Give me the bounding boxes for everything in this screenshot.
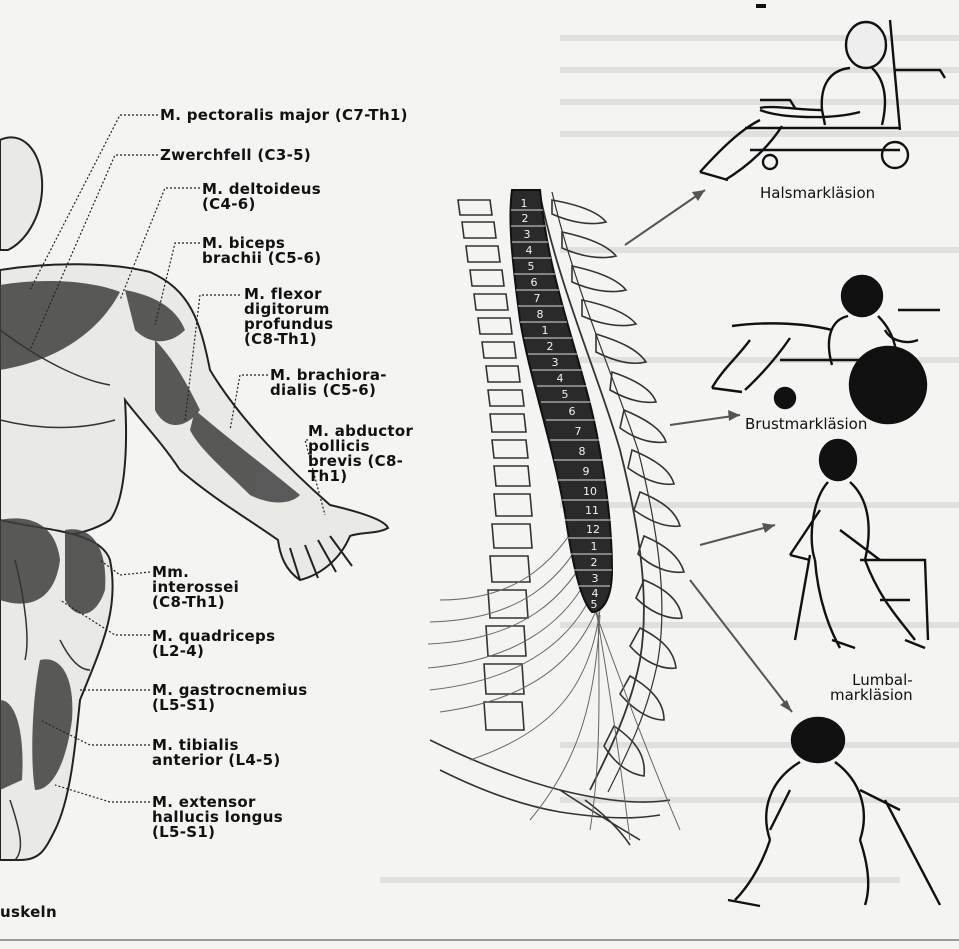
- caption-halsmarklaesion: Halsmarkläsion: [760, 186, 875, 201]
- label-abductor-pollicis: M. abductor pollicis brevis (C8- Th1): [308, 424, 413, 484]
- segment-number: 2: [591, 556, 598, 569]
- segment-number: 5: [562, 388, 569, 401]
- segment-number: 4: [557, 372, 564, 385]
- segment-number: 2: [522, 212, 529, 225]
- label-brachioradialis: M. brachiora- dialis (C5-6): [270, 368, 387, 398]
- segment-number: 1: [542, 324, 549, 337]
- caption-brustmarklaesion: Brustmarkläsion: [745, 417, 867, 432]
- segment-number: 3: [592, 572, 599, 585]
- figure-lumbalmark-walker: [790, 440, 928, 648]
- segment-number: 1: [591, 540, 598, 553]
- label-pectoralis-major: M. pectoralis major (C7-Th1): [160, 108, 408, 123]
- arrow-heads: [692, 190, 792, 712]
- label-quadriceps: M. quadriceps (L2-4): [152, 629, 275, 659]
- segment-number: 11: [585, 504, 599, 517]
- segment-number: 7: [575, 425, 582, 438]
- segment-number: 3: [524, 228, 531, 241]
- segment-number: 6: [531, 276, 538, 289]
- label-flexor-digitorum: M. flexor digitorum profundus (C8-Th1): [244, 287, 333, 347]
- segment-number: 3: [552, 356, 559, 369]
- figure-brustmark-wheelchair: [712, 276, 940, 423]
- bottom-caption: uskeln: [0, 905, 57, 920]
- segment-number: 4: [526, 244, 533, 257]
- label-tibialis-anterior: M. tibialis anterior (L4-5): [152, 738, 280, 768]
- segment-number: 8: [579, 445, 586, 458]
- segment-number: 10: [583, 485, 597, 498]
- segment-number: 2: [547, 340, 554, 353]
- segment-number: 1: [521, 197, 528, 210]
- label-zwerchfell: Zwerchfell (C3-5): [160, 148, 311, 163]
- label-extensor-hallucis: M. extensor hallucis longus (L5-S1): [152, 795, 283, 840]
- label-interossei: Mm. interossei (C8-Th1): [152, 565, 239, 610]
- segment-number: 7: [534, 292, 541, 305]
- segment-number: 8: [537, 308, 544, 321]
- segment-number: 5: [528, 260, 535, 273]
- label-deltoideus: M. deltoideus (C4-6): [202, 182, 321, 212]
- label-gastrocnemius: M. gastrocnemius (L5-S1): [152, 683, 307, 713]
- top-mark: [756, 4, 766, 8]
- segment-number: 9: [583, 465, 590, 478]
- segment-number: 12: [586, 523, 600, 536]
- segment-number: 6: [569, 405, 576, 418]
- background-text-texture: [380, 38, 959, 880]
- label-biceps-brachii: M. biceps brachii (C5-6): [202, 236, 321, 266]
- caption-lumbalmarklaesion: Lumbal- markläsion: [830, 673, 913, 703]
- segment-number: 5: [591, 598, 598, 611]
